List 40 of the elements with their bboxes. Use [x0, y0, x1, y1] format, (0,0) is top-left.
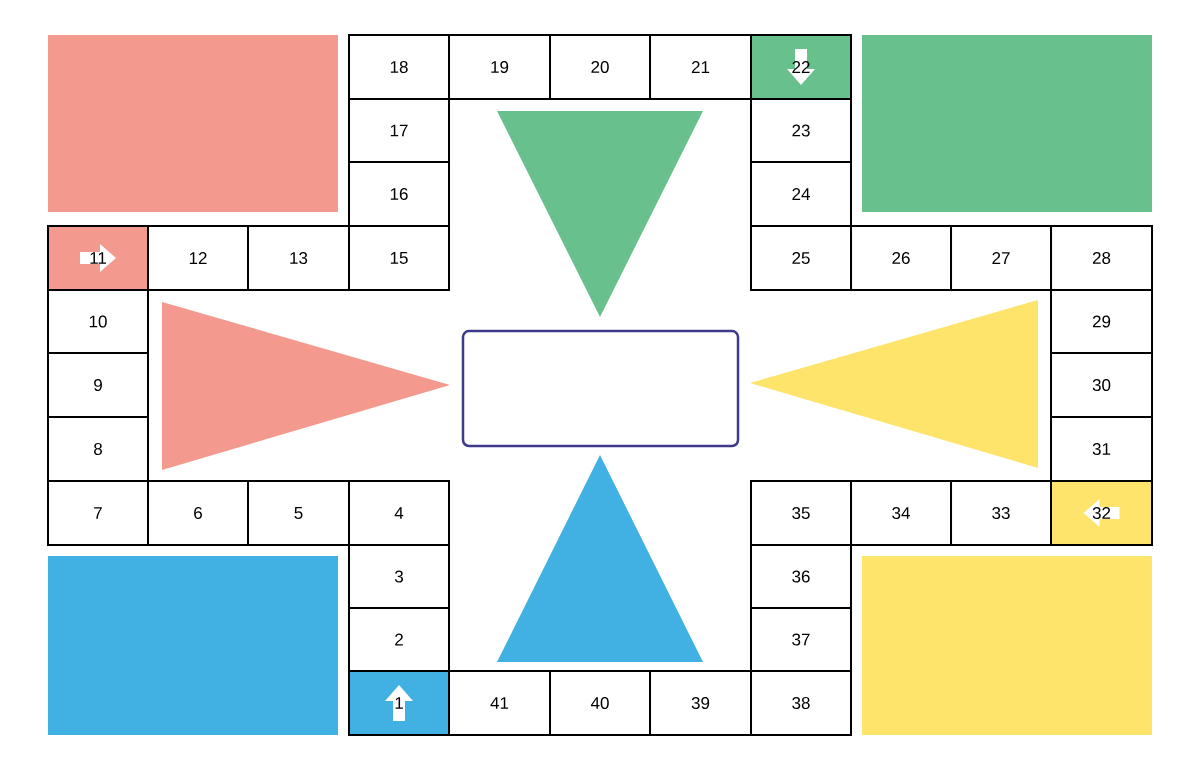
- board-cell: 19: [448, 34, 551, 100]
- board-cell: 15: [348, 225, 450, 291]
- board-cell: 1: [348, 670, 450, 736]
- board-cell: 3: [348, 544, 450, 609]
- board-cell: 26: [850, 225, 952, 291]
- board-cell: 31: [1050, 416, 1153, 482]
- board-cell: 23: [750, 98, 852, 163]
- board-cell: 10: [47, 289, 149, 354]
- board-cell: 22: [750, 34, 852, 100]
- board-cell: 24: [750, 161, 852, 227]
- board-cell: 4: [348, 480, 450, 546]
- board-cell: 5: [247, 480, 350, 546]
- board-cell: 25: [750, 225, 852, 291]
- board-cell: 12: [147, 225, 249, 291]
- board-cell: 29: [1050, 289, 1153, 354]
- board-cell: 16: [348, 161, 450, 227]
- board-cell: 39: [649, 670, 752, 736]
- board-cell: 13: [247, 225, 350, 291]
- board-cell: 2: [348, 607, 450, 672]
- board-cell: 33: [950, 480, 1052, 546]
- board-cell: 27: [950, 225, 1052, 291]
- board-cell: 21: [649, 34, 752, 100]
- board-cell: 20: [549, 34, 651, 100]
- board-cell: 9: [47, 352, 149, 418]
- board-cell: 38: [750, 670, 852, 736]
- board-cell: 41: [448, 670, 551, 736]
- board-cell: 18: [348, 34, 450, 100]
- board-cell: 7: [47, 480, 149, 546]
- board-cell: 40: [549, 670, 651, 736]
- board-cell: 8: [47, 416, 149, 482]
- board-cell: 35: [750, 480, 852, 546]
- board-cell: 11: [47, 225, 149, 291]
- board-cell: 6: [147, 480, 249, 546]
- board-cell: 28: [1050, 225, 1153, 291]
- board-cell: 34: [850, 480, 952, 546]
- board-cell: 32: [1050, 480, 1153, 546]
- board-cell: 36: [750, 544, 852, 609]
- board-cell: 30: [1050, 352, 1153, 418]
- board-cell: 37: [750, 607, 852, 672]
- board-cell: 17: [348, 98, 450, 163]
